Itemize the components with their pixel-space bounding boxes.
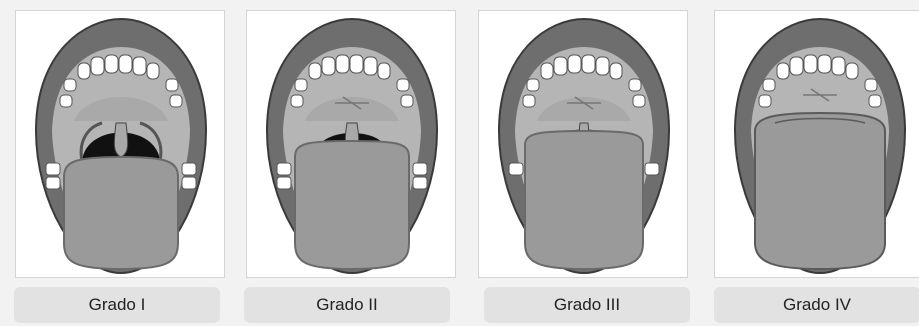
- mouth-grade-4-icon: [715, 11, 919, 278]
- grade-3-panel: [478, 10, 688, 278]
- mouth-grade-2-icon: [247, 11, 456, 278]
- mouth-grade-3-icon: [479, 11, 688, 278]
- grade-4-label: Grado IV: [714, 287, 919, 323]
- grade-2-label: Grado II: [244, 287, 450, 323]
- grade-1-label: Grado I: [14, 287, 220, 323]
- mouth-grade-1-icon: [16, 11, 225, 278]
- grade-1-panel: [15, 10, 225, 278]
- grade-4-panel: [714, 10, 919, 278]
- grade-2-panel: [246, 10, 456, 278]
- grade-3-label: Grado III: [484, 287, 690, 323]
